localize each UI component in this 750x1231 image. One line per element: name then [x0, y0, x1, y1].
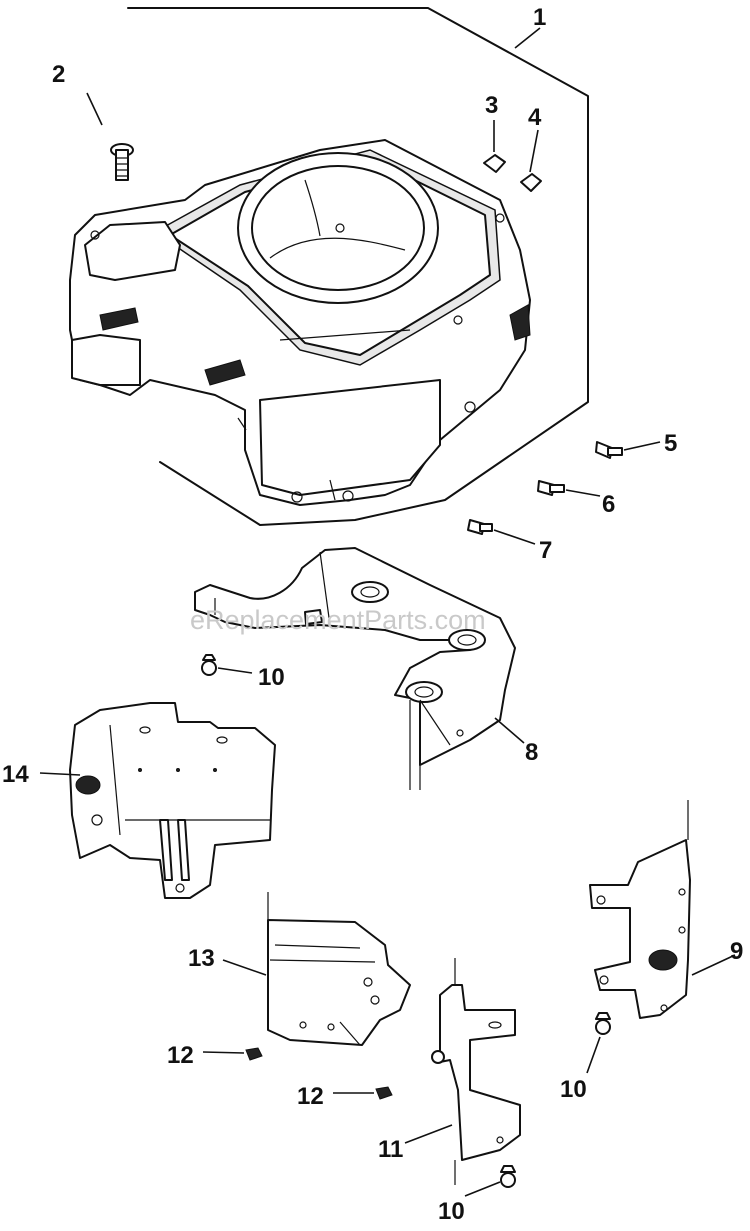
screw-part-5[interactable]	[595, 441, 623, 459]
clip-nut-part-3[interactable]	[483, 154, 506, 173]
callout-12-left: 12	[167, 1042, 194, 1069]
callout-10-lower: 10	[438, 1198, 465, 1225]
watermark-text: eReplacementParts.com	[190, 605, 486, 635]
screw-part-2[interactable]	[110, 143, 134, 181]
nut-part-12-left[interactable]	[245, 1047, 263, 1061]
nut-part-10-lower[interactable]	[500, 1165, 516, 1188]
screw-part-7[interactable]	[467, 519, 493, 535]
callout-9: 9	[730, 938, 743, 965]
callout-10-right: 10	[560, 1076, 587, 1103]
callout-12-right: 12	[297, 1083, 324, 1110]
callout-1: 1	[533, 4, 546, 31]
callout-6: 6	[602, 491, 615, 518]
side-shroud[interactable]	[69, 702, 276, 899]
callout-7: 7	[539, 537, 552, 564]
callout-5: 5	[664, 430, 677, 457]
baffle-bracket[interactable]	[194, 547, 516, 790]
callout-8: 8	[525, 739, 538, 766]
blower-housing[interactable]	[69, 139, 531, 506]
leader-lines	[39, 27, 736, 1197]
callout-14: 14	[2, 761, 29, 788]
nut-part-12-right[interactable]	[375, 1086, 393, 1100]
callout-13: 13	[188, 945, 215, 972]
callout-4: 4	[528, 104, 542, 131]
callout-11: 11	[378, 1136, 403, 1163]
nut-part-10-upper[interactable]	[201, 654, 217, 676]
assembly-group-outline	[127, 7, 589, 526]
side-panel[interactable]	[589, 800, 691, 1019]
clip-nut-part-4[interactable]	[520, 173, 542, 192]
mounting-bracket[interactable]	[431, 958, 521, 1185]
nut-part-10-right[interactable]	[595, 1012, 611, 1035]
callout-2: 2	[52, 61, 65, 88]
cover-plate[interactable]	[267, 892, 411, 1046]
callout-3: 3	[485, 92, 498, 119]
screw-part-6[interactable]	[537, 480, 565, 496]
callout-10-upper: 10	[258, 664, 285, 691]
